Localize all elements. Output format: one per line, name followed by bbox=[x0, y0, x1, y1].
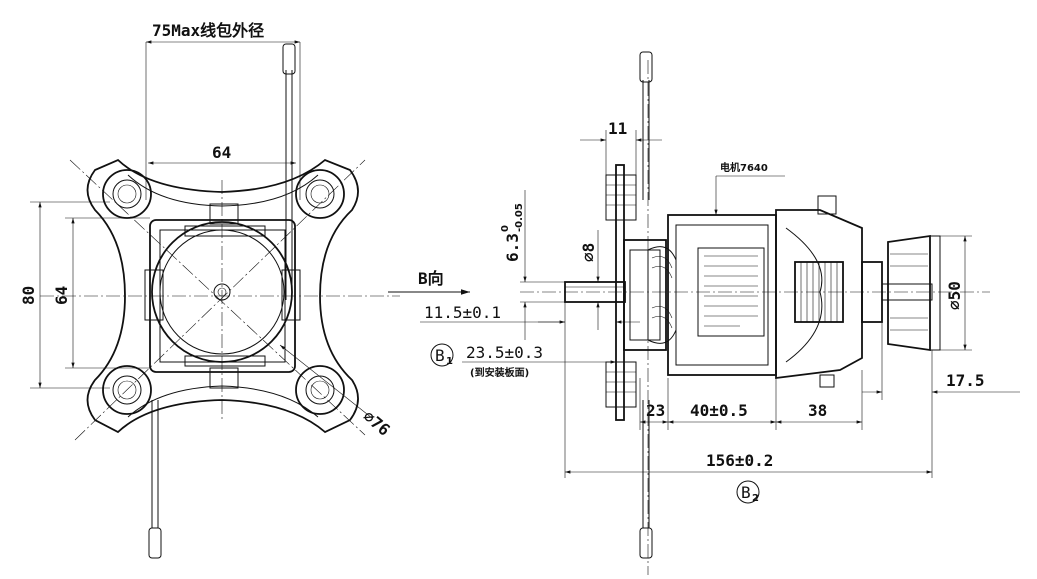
datum-b2 bbox=[736, 480, 760, 504]
dim-23-label: 23 bbox=[646, 401, 665, 420]
motor-shaft bbox=[564, 281, 626, 303]
boss-top-left bbox=[102, 169, 152, 219]
bracket-outline bbox=[86, 158, 359, 434]
stator-body bbox=[667, 214, 777, 376]
dia-50-label: ⌀50 bbox=[945, 281, 964, 310]
shaft-tol-sub: -0.05 bbox=[514, 203, 525, 232]
boss-top-right bbox=[295, 169, 345, 219]
shaft-tol-sup: 0 bbox=[500, 225, 511, 232]
front-view: 75Max线包外径 64 80 64 ⌀76 bbox=[19, 21, 400, 559]
nameplate bbox=[697, 247, 765, 337]
boss-bottom-left bbox=[102, 365, 152, 415]
side-view: 电机7640 11 6.3 0 -0.05 ⌀8 B向 11.5±0.1 B 1 bbox=[388, 51, 1020, 575]
datum-b2-label: B bbox=[741, 483, 751, 502]
width-11-label: 11 bbox=[608, 119, 627, 138]
stator-frame bbox=[149, 219, 296, 373]
dim-156-label: 156±0.2 bbox=[706, 451, 773, 470]
dia-8-label: ⌀8 bbox=[579, 243, 598, 262]
fan-hub bbox=[887, 234, 931, 352]
dim-38-label: 38 bbox=[808, 401, 827, 420]
b-direction-label: B向 bbox=[418, 269, 444, 288]
height-inner-label: 64 bbox=[52, 286, 71, 305]
motor-label: 电机7640 bbox=[720, 161, 768, 174]
datum-b1-label: B bbox=[435, 346, 445, 365]
datum-b2-sub: 2 bbox=[752, 493, 759, 504]
dim-23-5-label: 23.5±0.3 bbox=[466, 343, 543, 362]
datum-b1 bbox=[430, 343, 454, 367]
shaft-tol-label: 6.3 bbox=[503, 233, 522, 262]
dim-11-5-label: 11.5±0.1 bbox=[424, 303, 501, 322]
coil-od-label: 75Max线包外径 bbox=[152, 21, 264, 40]
top-width-label: 64 bbox=[212, 143, 231, 162]
boss-bottom-right bbox=[295, 365, 345, 415]
mount-note-label: (到安装板面) bbox=[470, 366, 529, 379]
dim-17-5-label: 17.5 bbox=[946, 371, 985, 390]
dim-40-label: 40±0.5 bbox=[690, 401, 748, 420]
height-outer-label: 80 bbox=[19, 286, 38, 305]
datum-b1-sub: 1 bbox=[446, 356, 453, 367]
